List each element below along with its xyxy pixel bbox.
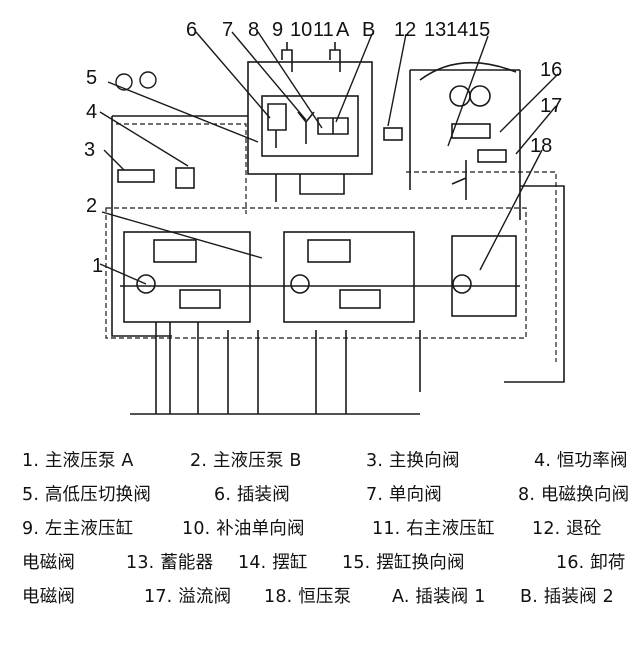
pressure-gauge-1 — [115, 73, 133, 91]
return-lines — [130, 322, 421, 415]
main-cylinder-9 — [281, 42, 293, 72]
legend-item: 10. 补油单向阀 — [182, 519, 305, 539]
legend-item: 4. 恒功率阀 — [534, 451, 628, 471]
leader-lines — [99, 31, 559, 285]
legend-item: 12. 退砼 — [532, 519, 602, 539]
legend-item: 1. 主液压泵 A — [22, 451, 134, 471]
legend-line-3: 9. 左主液压缸 10. 补油单向阀 11. 右主液压缸 12. 退砼 — [22, 512, 622, 546]
callout-labels: 1 2 3 4 5 6 7 8 9 10 11 A B 12 13 14 15 … — [84, 19, 562, 277]
valve-block-frame — [247, 61, 373, 175]
callout-15: 15 — [468, 19, 490, 41]
callout-2: 2 — [86, 195, 97, 217]
legend-item: 17. 溢流阀 — [144, 587, 232, 607]
callout-18: 18 — [530, 135, 552, 157]
legend-item: 7. 单向阀 — [366, 485, 442, 505]
callout-3: 3 — [84, 139, 95, 161]
retreat-valve-12 — [383, 127, 403, 141]
swing-valve-15 — [451, 123, 491, 139]
callout-12: 12 — [394, 19, 416, 41]
legend-item: 16. 卸荷 — [556, 553, 626, 573]
accumulator-13b — [469, 85, 491, 107]
legend-item: 3. 主换向阀 — [366, 451, 460, 471]
callout-11: 11 — [313, 19, 334, 41]
callout-b: B — [362, 19, 375, 41]
pilot-line-1 — [105, 207, 527, 339]
callout-7: 7 — [222, 19, 233, 41]
legend-item: 8. 电磁换向阀 — [518, 485, 630, 505]
cartridge-valve-6 — [267, 103, 287, 148]
pipe-right — [504, 185, 565, 383]
valve-b-bottom — [339, 289, 381, 309]
unload-valve-16 — [477, 149, 507, 163]
pilot-line-3 — [406, 171, 557, 362]
legend-line-1: 1. 主液压泵 A 2. 主液压泵 B 3. 主换向阀 4. 恒功率阀 — [22, 444, 627, 478]
pipe-left — [111, 115, 248, 337]
reversing-valve-3 — [117, 169, 155, 183]
pump-18-symbol — [452, 274, 472, 294]
pump-group-a — [123, 231, 251, 323]
pump-group-18 — [451, 235, 517, 317]
legend-item: 2. 主液压泵 B — [190, 451, 302, 471]
callout-16: 16 — [540, 59, 562, 81]
callout-14: 14 — [446, 19, 468, 41]
legend-item: 6. 插装阀 — [214, 485, 290, 505]
legend-item: 9. 左主液压缸 — [22, 519, 134, 539]
legend-item: 11. 右主液压缸 — [372, 519, 495, 539]
legend-item: 13. 蓄能器 — [126, 553, 214, 573]
relief-valve-17 — [451, 160, 467, 200]
callout-17: 17 — [540, 95, 562, 117]
legend-item: 电磁阀 — [22, 553, 76, 573]
main-cylinder-11 — [329, 42, 341, 72]
legend-line-4: 电磁阀 13. 蓄能器 14. 摆缸 15. 摆缸换向阀 16. 卸荷 — [22, 546, 625, 580]
legend-item: 14. 摆缸 — [238, 553, 308, 573]
hydraulic-schematic: 1 2 3 4 5 6 7 8 9 10 11 A B 12 13 14 15 … — [84, 19, 565, 415]
legend-item: 18. 恒压泵 — [264, 587, 352, 607]
callout-9: 9 — [272, 19, 283, 41]
pilot-line-2 — [116, 123, 247, 214]
callout-a: A — [336, 19, 350, 41]
valve-b-top — [307, 239, 351, 263]
swing-cylinder-14 — [419, 61, 517, 81]
power-valve-4 — [175, 167, 195, 189]
solenoid-valve-8 — [317, 117, 349, 135]
callout-4: 4 — [86, 101, 97, 123]
pipe-top-run — [409, 69, 521, 220]
callout-6: 6 — [186, 19, 197, 41]
accumulator-13 — [449, 85, 471, 107]
callout-13: 13 — [424, 19, 446, 41]
legend-item: 5. 高低压切换阀 — [22, 485, 152, 505]
valve-block-inner — [261, 95, 359, 157]
callout-8: 8 — [248, 19, 259, 41]
pump-b-symbol — [290, 274, 310, 294]
callout-1: 1 — [92, 255, 103, 277]
legend-line-2: 5. 高低压切换阀 6. 插装阀 7. 单向阀 8. 电磁换向阀 — [22, 478, 629, 512]
pressure-gauge-2 — [139, 71, 157, 89]
legend-line-5: 电磁阀 17. 溢流阀 18. 恒压泵 A. 插装阀 1 B. 插装阀 2 — [22, 580, 622, 614]
pump-group-b — [283, 231, 415, 323]
legend-item: 15. 摆缸换向阀 — [342, 553, 465, 573]
legend-item: B. 插装阀 2 — [520, 587, 614, 607]
pipe-upper — [275, 174, 345, 202]
valve-a-bottom — [179, 289, 221, 309]
valve-a-top — [153, 239, 197, 263]
callout-5: 5 — [86, 67, 97, 89]
component-legend: 1. 主液压泵 A 2. 主液压泵 B 3. 主换向阀 4. 恒功率阀 5. 高低压切… — [22, 444, 629, 614]
legend-item: 电磁阀 — [22, 587, 76, 607]
legend-item: A. 插装阀 1 — [392, 587, 486, 607]
pump-a-symbol — [136, 274, 156, 294]
callout-10: 10 — [290, 19, 312, 41]
check-valve-7 — [297, 111, 315, 144]
